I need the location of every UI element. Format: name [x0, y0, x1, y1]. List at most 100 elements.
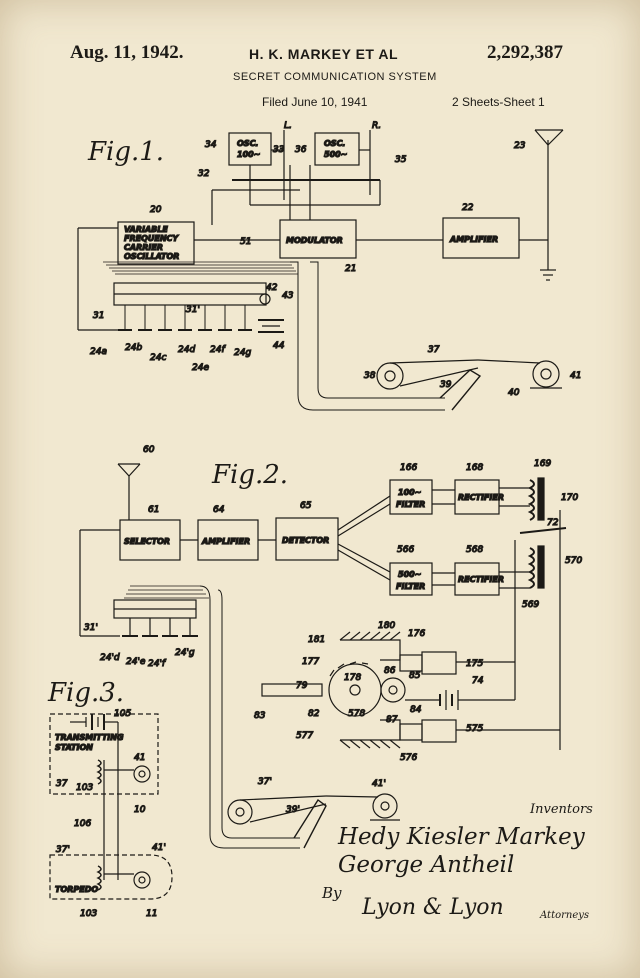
vfco-line1: VARIABLE — [124, 225, 168, 234]
ref-79: 79 — [296, 681, 308, 691]
ref-37-prime: 37' — [258, 777, 272, 787]
ref-24g-prime: 24'g — [175, 648, 195, 658]
attorney-signature: Lyon & Lyon — [362, 895, 504, 920]
ref-20: 20 — [150, 205, 162, 215]
solenoid-175 — [421, 651, 457, 675]
ref-82: 82 — [308, 709, 320, 719]
ref-87: 87 — [386, 715, 398, 725]
amplifier-label-fig2: AMPLIFIER — [201, 537, 250, 546]
transmitting-station-line1: TRANSMITTING — [55, 733, 124, 742]
ref-64: 64 — [213, 505, 225, 515]
ref-23: 23 — [514, 141, 526, 151]
inventors-label: Inventors — [530, 802, 593, 817]
ref-175: 175 — [466, 659, 483, 669]
inventor-signature-2: George Antheil — [338, 852, 515, 878]
ref-31-prime: 31' — [186, 305, 200, 315]
solenoid-575 — [421, 719, 457, 743]
ref-38: 38 — [364, 371, 376, 381]
filter500-line1: 500~ — [398, 570, 421, 579]
ref-575: 575 — [466, 724, 483, 734]
ref-103: 103 — [76, 783, 93, 793]
ref-39: 39 — [440, 380, 452, 390]
vfco-line4: OSCILLATOR — [124, 252, 179, 261]
ref-32: 32 — [198, 169, 210, 179]
ref-74: 74 — [472, 676, 484, 686]
ref-177: 177 — [302, 657, 319, 667]
ref-24e: 24e — [192, 363, 209, 373]
ref-35: 35 — [395, 155, 407, 165]
ref-L: L. — [284, 121, 292, 131]
vfco-line2: FREQUENCY — [124, 234, 179, 243]
ref-21: 21 — [345, 264, 356, 274]
detector-box — [275, 517, 339, 561]
ref-51: 51 — [240, 237, 251, 247]
ref-10: 10 — [134, 805, 146, 815]
ref-41-prime: 41' — [372, 779, 386, 789]
ref-103-torpedo: 103 — [80, 909, 97, 919]
receiver-spool — [227, 799, 253, 825]
filter100-line1: 100~ — [398, 488, 421, 497]
ref-31: 31 — [93, 311, 104, 321]
ref-24b: 24b — [125, 343, 142, 353]
ref-24d-prime: 24'd — [100, 653, 120, 663]
patent-date: Aug. 11, 1942. — [70, 42, 184, 63]
ref-37-fig3: 37 — [56, 779, 68, 789]
ref-11: 11 — [146, 909, 157, 919]
piano-roll-spool — [376, 362, 404, 390]
fig1-diagram — [77, 129, 564, 411]
ref-568: 568 — [466, 545, 483, 555]
ref-105: 105 — [114, 709, 131, 719]
sheet-count: 2 Sheets-Sheet 1 — [452, 95, 545, 109]
ref-44: 44 — [273, 341, 285, 351]
ref-R: R. — [372, 121, 381, 131]
rectifier-1-box — [454, 479, 500, 515]
ref-24d: 24d — [178, 345, 195, 355]
variable-frequency-oscillator-box — [117, 221, 195, 265]
patent-title: SECRET COMMUNICATION SYSTEM — [233, 71, 437, 83]
amplifier-label-fig1: AMPLIFIER — [449, 235, 498, 244]
ref-169: 169 — [534, 459, 551, 469]
ref-24e-prime: 24'e — [126, 657, 146, 667]
ref-178: 178 — [344, 673, 361, 683]
ref-61: 61 — [148, 505, 159, 515]
amplifier-box-fig1 — [442, 217, 520, 259]
fig3-title: Fig.3. — [48, 678, 125, 708]
ref-41: 41 — [570, 371, 581, 381]
filter-500-box — [389, 562, 433, 596]
gear-85 — [380, 677, 406, 703]
ref-22: 22 — [462, 203, 474, 213]
by-label: By — [322, 884, 342, 902]
ref-37: 37 — [428, 345, 440, 355]
detector-label: DETECTOR — [282, 536, 329, 545]
ref-569: 569 — [522, 600, 539, 610]
ref-168: 168 — [466, 463, 483, 473]
modulator-label: MODULATOR — [286, 236, 343, 245]
ref-24f-prime: 24'f — [148, 659, 167, 669]
filter100-line2: FILTER — [396, 500, 425, 509]
inventor-signature-1: Hedy Kiesler Markey — [338, 824, 585, 850]
ref-43: 43 — [282, 291, 294, 301]
osc-500-box — [314, 132, 360, 166]
inventor-heading: H. K. MARKEY ET AL — [249, 46, 399, 62]
ref-180: 180 — [378, 621, 395, 631]
osc100-line2: 100~ — [237, 150, 260, 159]
motor-41 — [532, 360, 560, 388]
rectifier2-label: RECTIFIER — [458, 575, 504, 584]
ref-37-prime-fig3: 37' — [56, 845, 70, 855]
ref-24c: 24c — [150, 353, 166, 363]
ref-34: 34 — [205, 140, 217, 150]
filed-date: Filed June 10, 1941 — [262, 95, 368, 109]
ref-84: 84 — [410, 705, 422, 715]
vfco-line3: CARRIER — [124, 243, 163, 252]
shaft-83 — [261, 683, 323, 697]
filter-100-box — [389, 479, 433, 515]
ref-41-prime-fig3: 41' — [152, 843, 166, 853]
ref-39-prime: 39' — [286, 805, 300, 815]
fig2-title: Fig.2. — [212, 460, 289, 490]
motor-41-prime — [372, 793, 398, 819]
ref-578: 578 — [348, 709, 365, 719]
ref-86: 86 — [384, 666, 396, 676]
modulator-box — [279, 219, 357, 259]
ref-106: 106 — [74, 819, 91, 829]
